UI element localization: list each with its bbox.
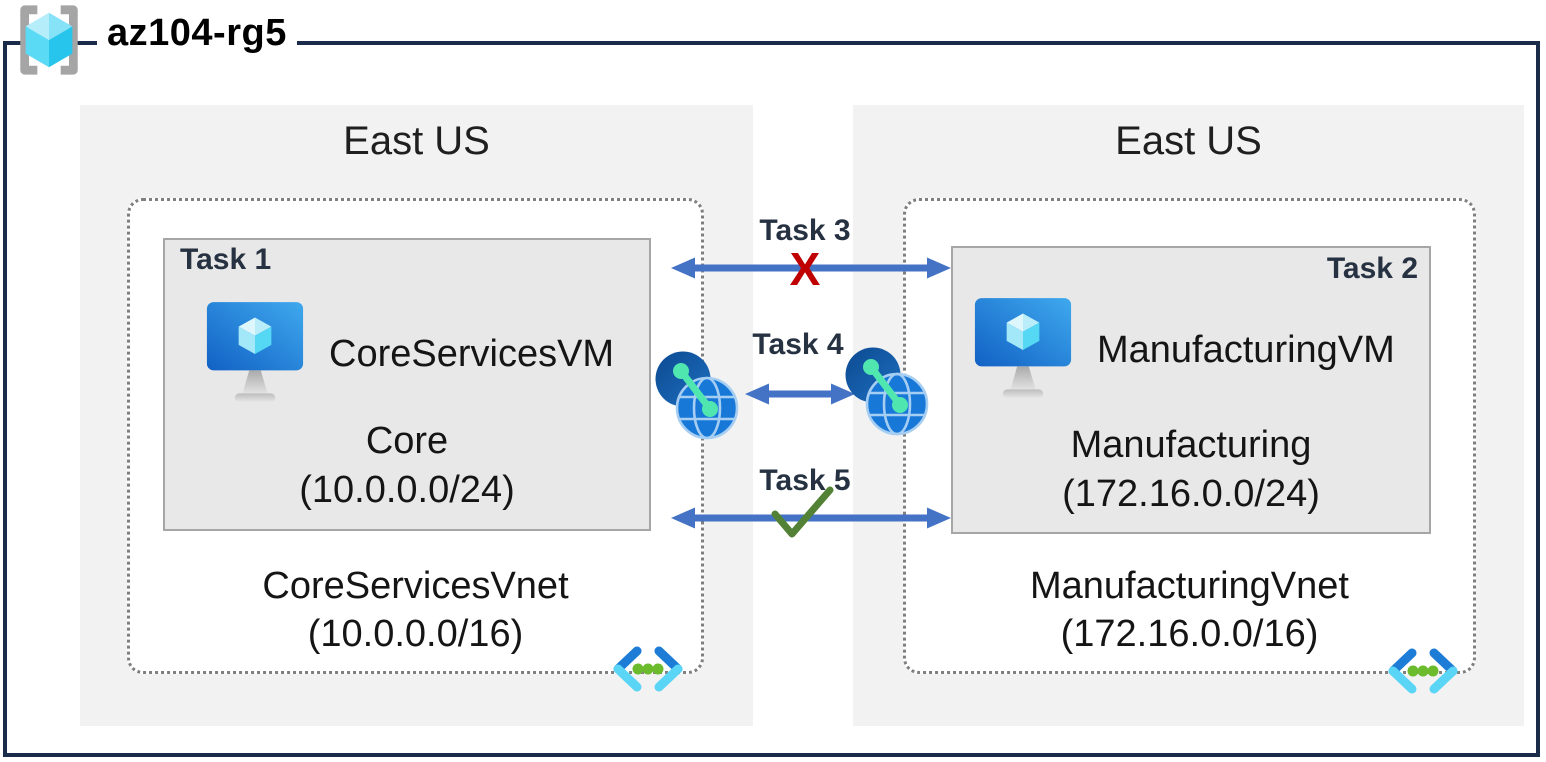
vm-name-left: CoreServicesVM (329, 332, 615, 375)
resource-group-title: az104-rg5 (97, 10, 297, 59)
vnet-name-right: ManufacturingVnet (1030, 565, 1349, 607)
vnet-peering-icon (845, 347, 929, 436)
check-icon (771, 486, 834, 538)
subnet-cidr-right: (172.16.0.0/24) (1062, 473, 1320, 515)
vm-right: ManufacturingVM (973, 294, 1395, 406)
virtual-machine-icon (974, 298, 1072, 399)
vnet-name-left: CoreServicesVnet (262, 565, 569, 607)
subnet-name-right: Manufacturing (1070, 424, 1312, 466)
vm-name-right: ManufacturingVM (1097, 328, 1395, 371)
resource-group-icon (20, 5, 78, 75)
vm-left: CoreServicesVM (205, 298, 614, 410)
task3-label: Task 3 (759, 214, 851, 247)
vnet-caption-right: ManufacturingVnet (172.16.0.0/16) (903, 562, 1476, 658)
task1-label: Task 1 (180, 243, 272, 276)
task4-arrow (745, 383, 855, 405)
subnet-name-left: Core (365, 420, 449, 462)
virtual-network-icon (1388, 648, 1458, 694)
vnet-cidr-left: (10.0.0.0/16) (307, 613, 524, 655)
task2-label: Task 2 (1326, 252, 1418, 285)
resource-group-border (3, 41, 1540, 757)
virtual-machine-icon (206, 302, 304, 403)
subnet-caption-left: Core (10.0.0.0/24) (163, 417, 651, 515)
vnet-peering-icon (655, 351, 739, 440)
subnet-cidr-left: (10.0.0.0/24) (299, 469, 515, 511)
vnet-caption-left: CoreServicesVnet (10.0.0.0/16) (127, 562, 704, 658)
task3-arrow (671, 257, 951, 279)
task5-label: Task 5 (759, 464, 851, 497)
task4-label: Task 4 (752, 328, 844, 361)
blocked-x-icon: X (789, 243, 821, 295)
vnet-cidr-right: (172.16.0.0/16) (1060, 613, 1319, 655)
subnet-caption-right: Manufacturing (172.16.0.0/24) (951, 421, 1431, 519)
subnet-box-left (163, 238, 651, 531)
region-location-left: East US (343, 119, 490, 163)
task5-arrow (671, 507, 951, 529)
region-location-right: East US (1115, 119, 1262, 163)
virtual-network-icon (613, 646, 683, 692)
